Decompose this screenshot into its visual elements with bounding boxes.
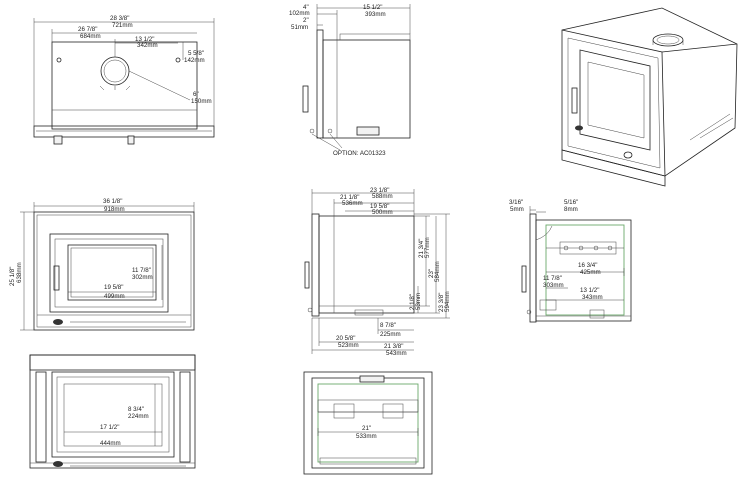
dim-393mm: 393mm (365, 11, 386, 18)
dim-500mm: 500mm (372, 209, 393, 216)
dim-5mm: 5mm (510, 206, 524, 213)
dim-444mm: 444mm (100, 440, 121, 447)
view-front-bottom: 8 3/4" 224mm 17 1/2" 444mm (29, 354, 196, 469)
dim-21-3-8: 21 3/8" (384, 343, 403, 350)
dim-51mm: 51mm (291, 24, 308, 31)
dim-16-3-4: 16 3/4" (578, 262, 597, 269)
dim-15-1-2: 15 1/2" (363, 4, 382, 11)
dim-11-7-8: 11 7/8" (132, 267, 151, 274)
dim-21: 21" (362, 425, 371, 432)
dim-343mm: 343mm (582, 294, 603, 301)
view-front-mid: 36 1/8" 918mm 25 1/8" 638mm 11 7/8" 302m… (9, 198, 195, 331)
dim-19-5-8-side: 19 5/8" (370, 203, 389, 210)
dim-8mm: 8mm (564, 206, 578, 213)
dim-25-1-8: 25 1/8" (9, 267, 16, 286)
dim-4: 4" (303, 4, 309, 11)
dim-2: 2" (303, 17, 309, 24)
dim-150mm: 150mm (191, 98, 212, 105)
view-isometric (561, 7, 738, 187)
dim-224mm: 224mm (128, 413, 149, 420)
dim-23: 23" (428, 269, 435, 278)
view-side-top: 4" 102mm 2" 51mm 15 1/2" 393mm OPTION: A… (289, 4, 411, 157)
dim-638mm: 638mm (16, 262, 23, 283)
dim-23-3-8: 23 3/8" (438, 293, 445, 312)
view-side-mid: 23 1/8" 588mm 21 1/8" 536mm 19 5/8" 500m… (304, 187, 451, 357)
dim-17-1-2: 17 1/2" (100, 424, 119, 431)
dim-36-1-8: 36 1/8" (103, 198, 122, 205)
dim-26-7-8: 26 7/8" (78, 26, 97, 33)
dim-342mm: 342mm (137, 42, 158, 49)
dim-303mm: 303mm (543, 282, 564, 289)
dim-302mm: 302mm (132, 274, 153, 281)
dim-584mm: 584mm (434, 261, 441, 282)
dim-594mm: 594mm (444, 291, 451, 312)
dim-2-1-8: 2 1/8" (409, 294, 416, 310)
dim-588mm: 588mm (372, 193, 393, 200)
dim-5-16: 5/16" (564, 199, 578, 206)
dim-13-1-2: 13 1/2" (135, 36, 154, 43)
dim-21-1-8: 21 1/8" (340, 194, 359, 201)
dim-721mm: 721mm (112, 22, 133, 29)
dim-577mm: 577mm (424, 237, 431, 258)
dim-142mm: 142mm (184, 57, 205, 64)
dim-543mm: 543mm (386, 350, 407, 357)
dim-425mm: 425mm (580, 269, 601, 276)
dim-499mm: 499mm (104, 293, 125, 300)
dim-3-16: 3/16" (509, 199, 523, 206)
view-top-bottom: 21" 533mm (303, 371, 433, 475)
dim-6: 6" (193, 91, 199, 98)
dim-536mm: 536mm (342, 200, 363, 207)
dim-20-5-8: 20 5/8" (336, 335, 355, 342)
dim-23-1-8: 23 1/8" (370, 187, 389, 194)
dim-11-7-8-section: 11 7/8" (543, 275, 562, 282)
view-front-top: 28 3/8" 721mm 26 7/8" 684mm 13 1/2" 342m… (33, 15, 215, 145)
dim-8-7-8: 8 7/8" (380, 322, 396, 329)
dim-533mm: 533mm (356, 433, 377, 440)
view-section: 3/16" 5mm 5/16" 8mm 16 3/4" 425mm 11 7/8… (509, 199, 632, 323)
dim-225mm: 225mm (380, 331, 401, 338)
dim-523mm: 523mm (338, 342, 359, 349)
dim-21-3-4: 21 3/4" (418, 239, 425, 258)
dim-8-3-4: 8 3/4" (128, 406, 144, 413)
dim-5-5-8: 5 5/8" (188, 50, 204, 57)
dim-53mm: 53mm (415, 293, 422, 310)
option-note: OPTION: AC01323 (333, 150, 386, 157)
dim-102mm: 102mm (289, 10, 310, 17)
dim-13-1-2-section: 13 1/2" (580, 287, 599, 294)
dim-918mm: 918mm (104, 206, 125, 213)
dim-684mm: 684mm (80, 33, 101, 40)
dim-19-5-8: 19 5/8" (104, 284, 123, 291)
dim-28-3-8: 28 3/8" (110, 15, 129, 22)
